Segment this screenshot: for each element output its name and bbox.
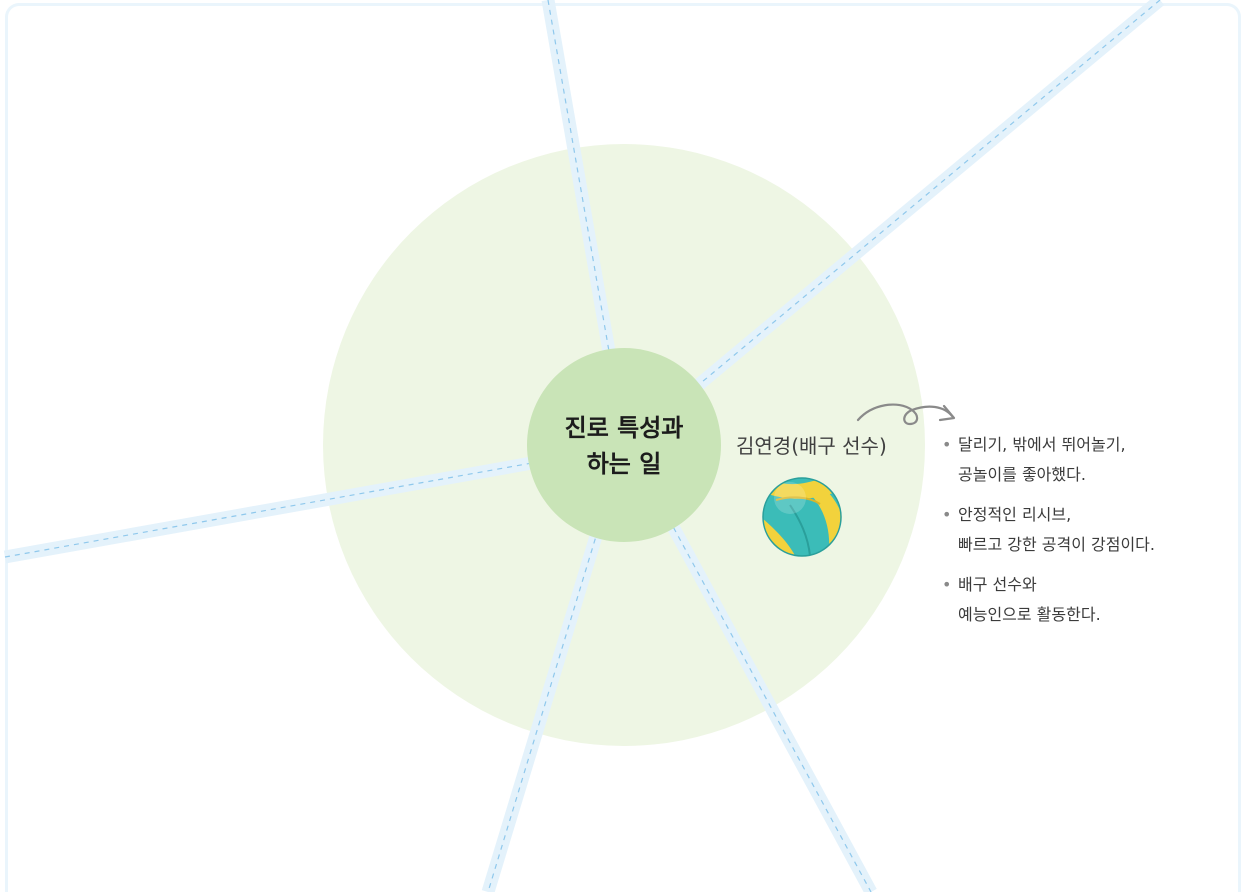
bullet-icon: • (942, 575, 952, 594)
spoke-left (3, 451, 562, 564)
fact-item: • 배구 선수와 예능인으로 활동한다. (942, 570, 1232, 630)
spoke-bottom-left (481, 508, 611, 892)
person-facts-list: • 달리기, 밖에서 뛰어놀기, 공놀이를 좋아했다. • 안정적인 리시브, … (942, 430, 1232, 640)
fact-line: 공놀이를 좋아했다. (958, 465, 1086, 484)
fact-line: 배구 선수와 (958, 575, 1037, 594)
fact-line: 빠르고 강한 공격이 강점이다. (958, 535, 1155, 554)
center-topic-title: 진로 특성과 하는 일 (529, 410, 719, 482)
bullet-icon: • (942, 435, 952, 454)
spoke-top (541, 0, 621, 382)
spoke-bottom-right (658, 506, 877, 892)
center-title-line-2: 하는 일 (586, 450, 662, 478)
fact-item: • 안정적인 리시브, 빠르고 강한 공격이 강점이다. (942, 500, 1232, 560)
center-circle (527, 348, 721, 542)
person-name-label: 김연경(배구 선수) (736, 434, 887, 458)
fact-line: 달리기, 밖에서 뛰어놀기, (958, 435, 1126, 454)
fact-item: • 달리기, 밖에서 뛰어놀기, 공놀이를 좋아했다. (942, 430, 1232, 490)
fact-line: 안정적인 리시브, (958, 505, 1072, 524)
center-title-line-1: 진로 특성과 (564, 414, 684, 442)
bullet-icon: • (942, 505, 952, 524)
fact-line: 예능인으로 활동한다. (958, 605, 1101, 624)
spoke-top-right (685, 0, 1165, 397)
curved-arrow-icon (856, 403, 956, 426)
